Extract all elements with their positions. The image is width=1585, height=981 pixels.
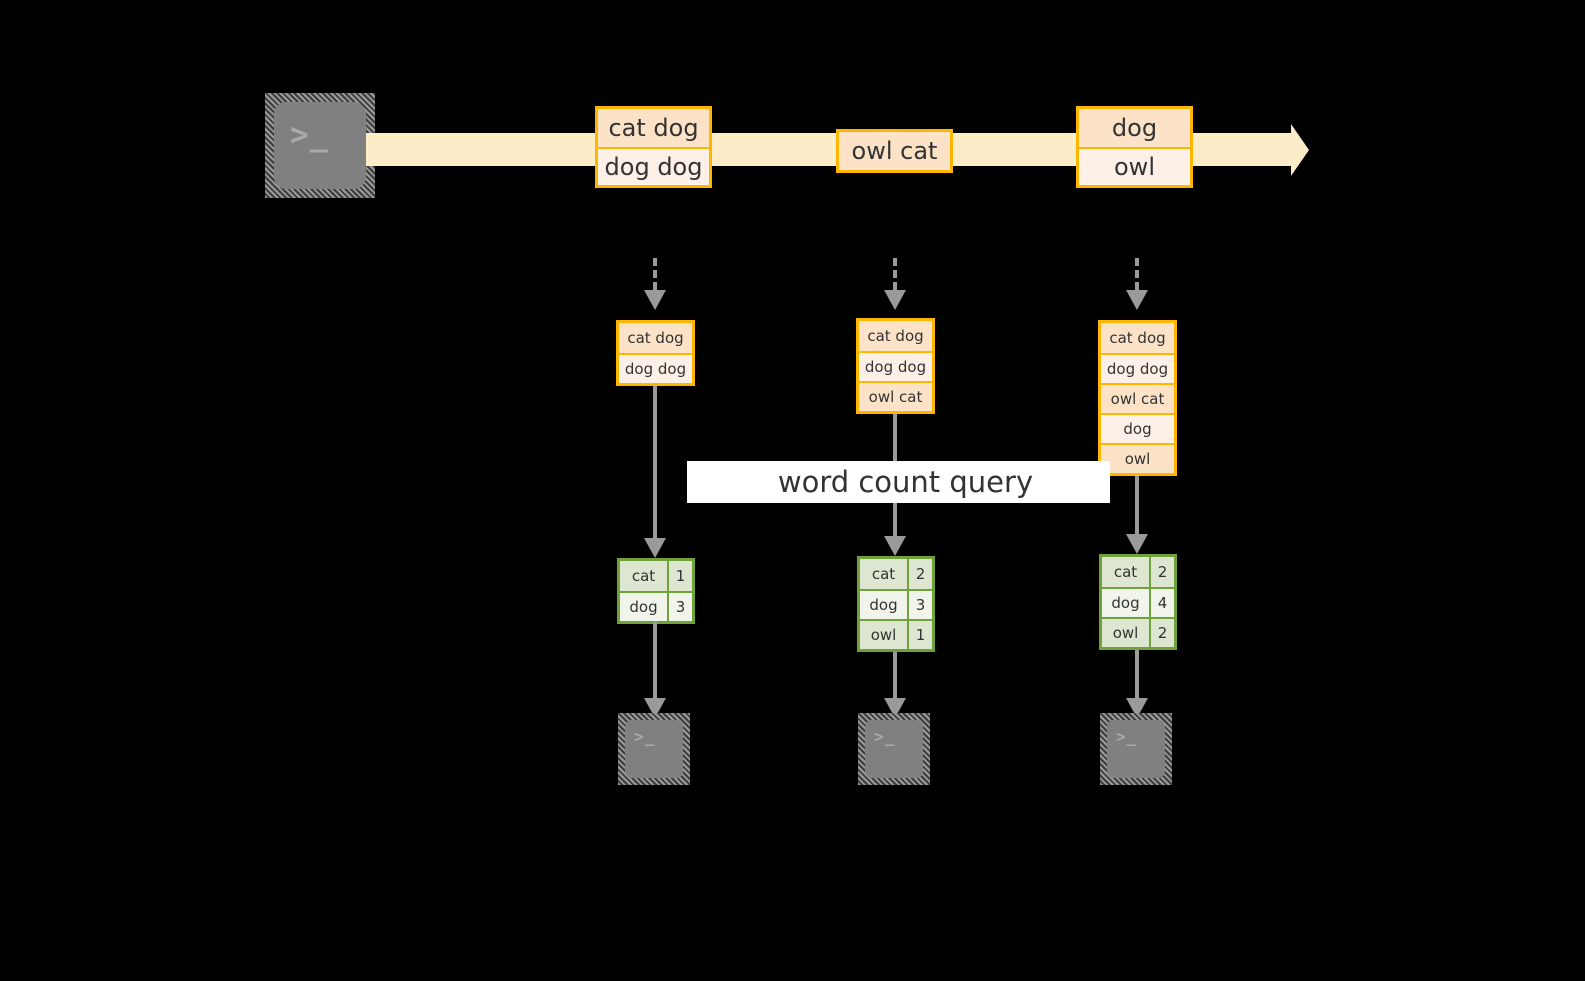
count-cell: 1	[667, 561, 692, 591]
count-cell: 2	[1149, 557, 1174, 587]
count-cell: 2	[907, 559, 932, 589]
word-cell: owl	[1102, 619, 1149, 647]
terminal-prompt-glyph: >_	[634, 727, 656, 746]
terminal-screen: >_	[865, 720, 923, 778]
count-cell: 2	[1149, 619, 1174, 647]
query-connector-head-3	[1126, 534, 1148, 554]
trigger-connector-head-1	[644, 290, 666, 310]
terminal-screen: >_	[1107, 720, 1165, 778]
table-row: dog	[1101, 413, 1174, 443]
query-label: word count query	[777, 465, 1034, 499]
count-cell: 4	[1149, 589, 1174, 617]
count-cell: 3	[907, 591, 932, 619]
stream-line: owl cat	[839, 132, 950, 170]
query-label-banner: word count query	[687, 461, 1110, 503]
table-row: dog dog	[1101, 353, 1174, 383]
terminal-prompt-glyph: >_	[290, 117, 330, 153]
table-row: cat 1	[620, 561, 692, 591]
query-connector-head-2	[884, 536, 906, 556]
stream-line: dog dog	[598, 147, 709, 185]
result-table-3: cat 2 dog 4 owl 2	[1099, 554, 1177, 650]
count-cell: 3	[667, 593, 692, 621]
trigger-connector-dashed-2	[893, 258, 897, 290]
trigger-connector-dashed-1	[653, 258, 657, 290]
table-row: owl cat	[1101, 383, 1174, 413]
terminal-prompt-glyph: >_	[874, 727, 896, 746]
terminal-screen: >_	[274, 102, 366, 189]
source-terminal-icon: >_	[265, 93, 375, 198]
stream-line: cat dog	[598, 109, 709, 147]
word-cell: owl	[860, 621, 907, 649]
table-row: owl 1	[860, 619, 932, 649]
table-row: cat 2	[1102, 557, 1174, 587]
stream-line: owl	[1079, 147, 1190, 185]
word-cell: dog	[620, 593, 667, 621]
word-cell: dog	[1102, 589, 1149, 617]
result-table-2: cat 2 dog 3 owl 1	[857, 556, 935, 652]
word-cell: dog	[860, 591, 907, 619]
unbounded-table-3: cat dog dog dog owl cat dog owl	[1098, 320, 1177, 476]
unbounded-table-2: cat dog dog dog owl cat	[856, 318, 935, 414]
data-stream-arrowhead	[1291, 124, 1309, 176]
unbounded-table-1: cat dog dog dog	[616, 320, 695, 386]
table-row: cat 2	[860, 559, 932, 589]
table-row: dog dog	[859, 351, 932, 381]
sink-terminal-2: >_	[858, 713, 930, 785]
sink-connector-line-1	[653, 622, 657, 702]
table-row: owl	[1101, 443, 1174, 473]
query-connector-line-3	[1135, 476, 1139, 536]
stream-batch-1: cat dog dog dog	[595, 106, 712, 188]
query-connector-line-1	[653, 386, 657, 538]
table-row: cat dog	[1101, 323, 1174, 353]
table-row: cat dog	[619, 323, 692, 353]
table-row: dog 3	[860, 589, 932, 619]
count-cell: 1	[907, 621, 932, 649]
sink-connector-line-2	[893, 652, 897, 702]
sink-connector-line-3	[1135, 650, 1139, 702]
trigger-connector-dashed-3	[1135, 258, 1139, 290]
word-cell: cat	[860, 559, 907, 589]
stream-batch-2: owl cat	[836, 129, 953, 173]
trigger-connector-head-2	[884, 290, 906, 310]
sink-terminal-1: >_	[618, 713, 690, 785]
table-row: dog 4	[1102, 587, 1174, 617]
table-row: dog 3	[620, 591, 692, 621]
table-row: owl 2	[1102, 617, 1174, 647]
stream-line: dog	[1079, 109, 1190, 147]
query-connector-head-1	[644, 538, 666, 558]
table-row: owl cat	[859, 381, 932, 411]
stream-batch-3: dog owl	[1076, 106, 1193, 188]
result-table-1: cat 1 dog 3	[617, 558, 695, 624]
sink-terminal-3: >_	[1100, 713, 1172, 785]
trigger-connector-head-3	[1126, 290, 1148, 310]
word-cell: cat	[620, 561, 667, 591]
table-row: cat dog	[859, 321, 932, 351]
terminal-prompt-glyph: >_	[1116, 727, 1138, 746]
terminal-screen: >_	[625, 720, 683, 778]
table-row: dog dog	[619, 353, 692, 383]
word-cell: cat	[1102, 557, 1149, 587]
